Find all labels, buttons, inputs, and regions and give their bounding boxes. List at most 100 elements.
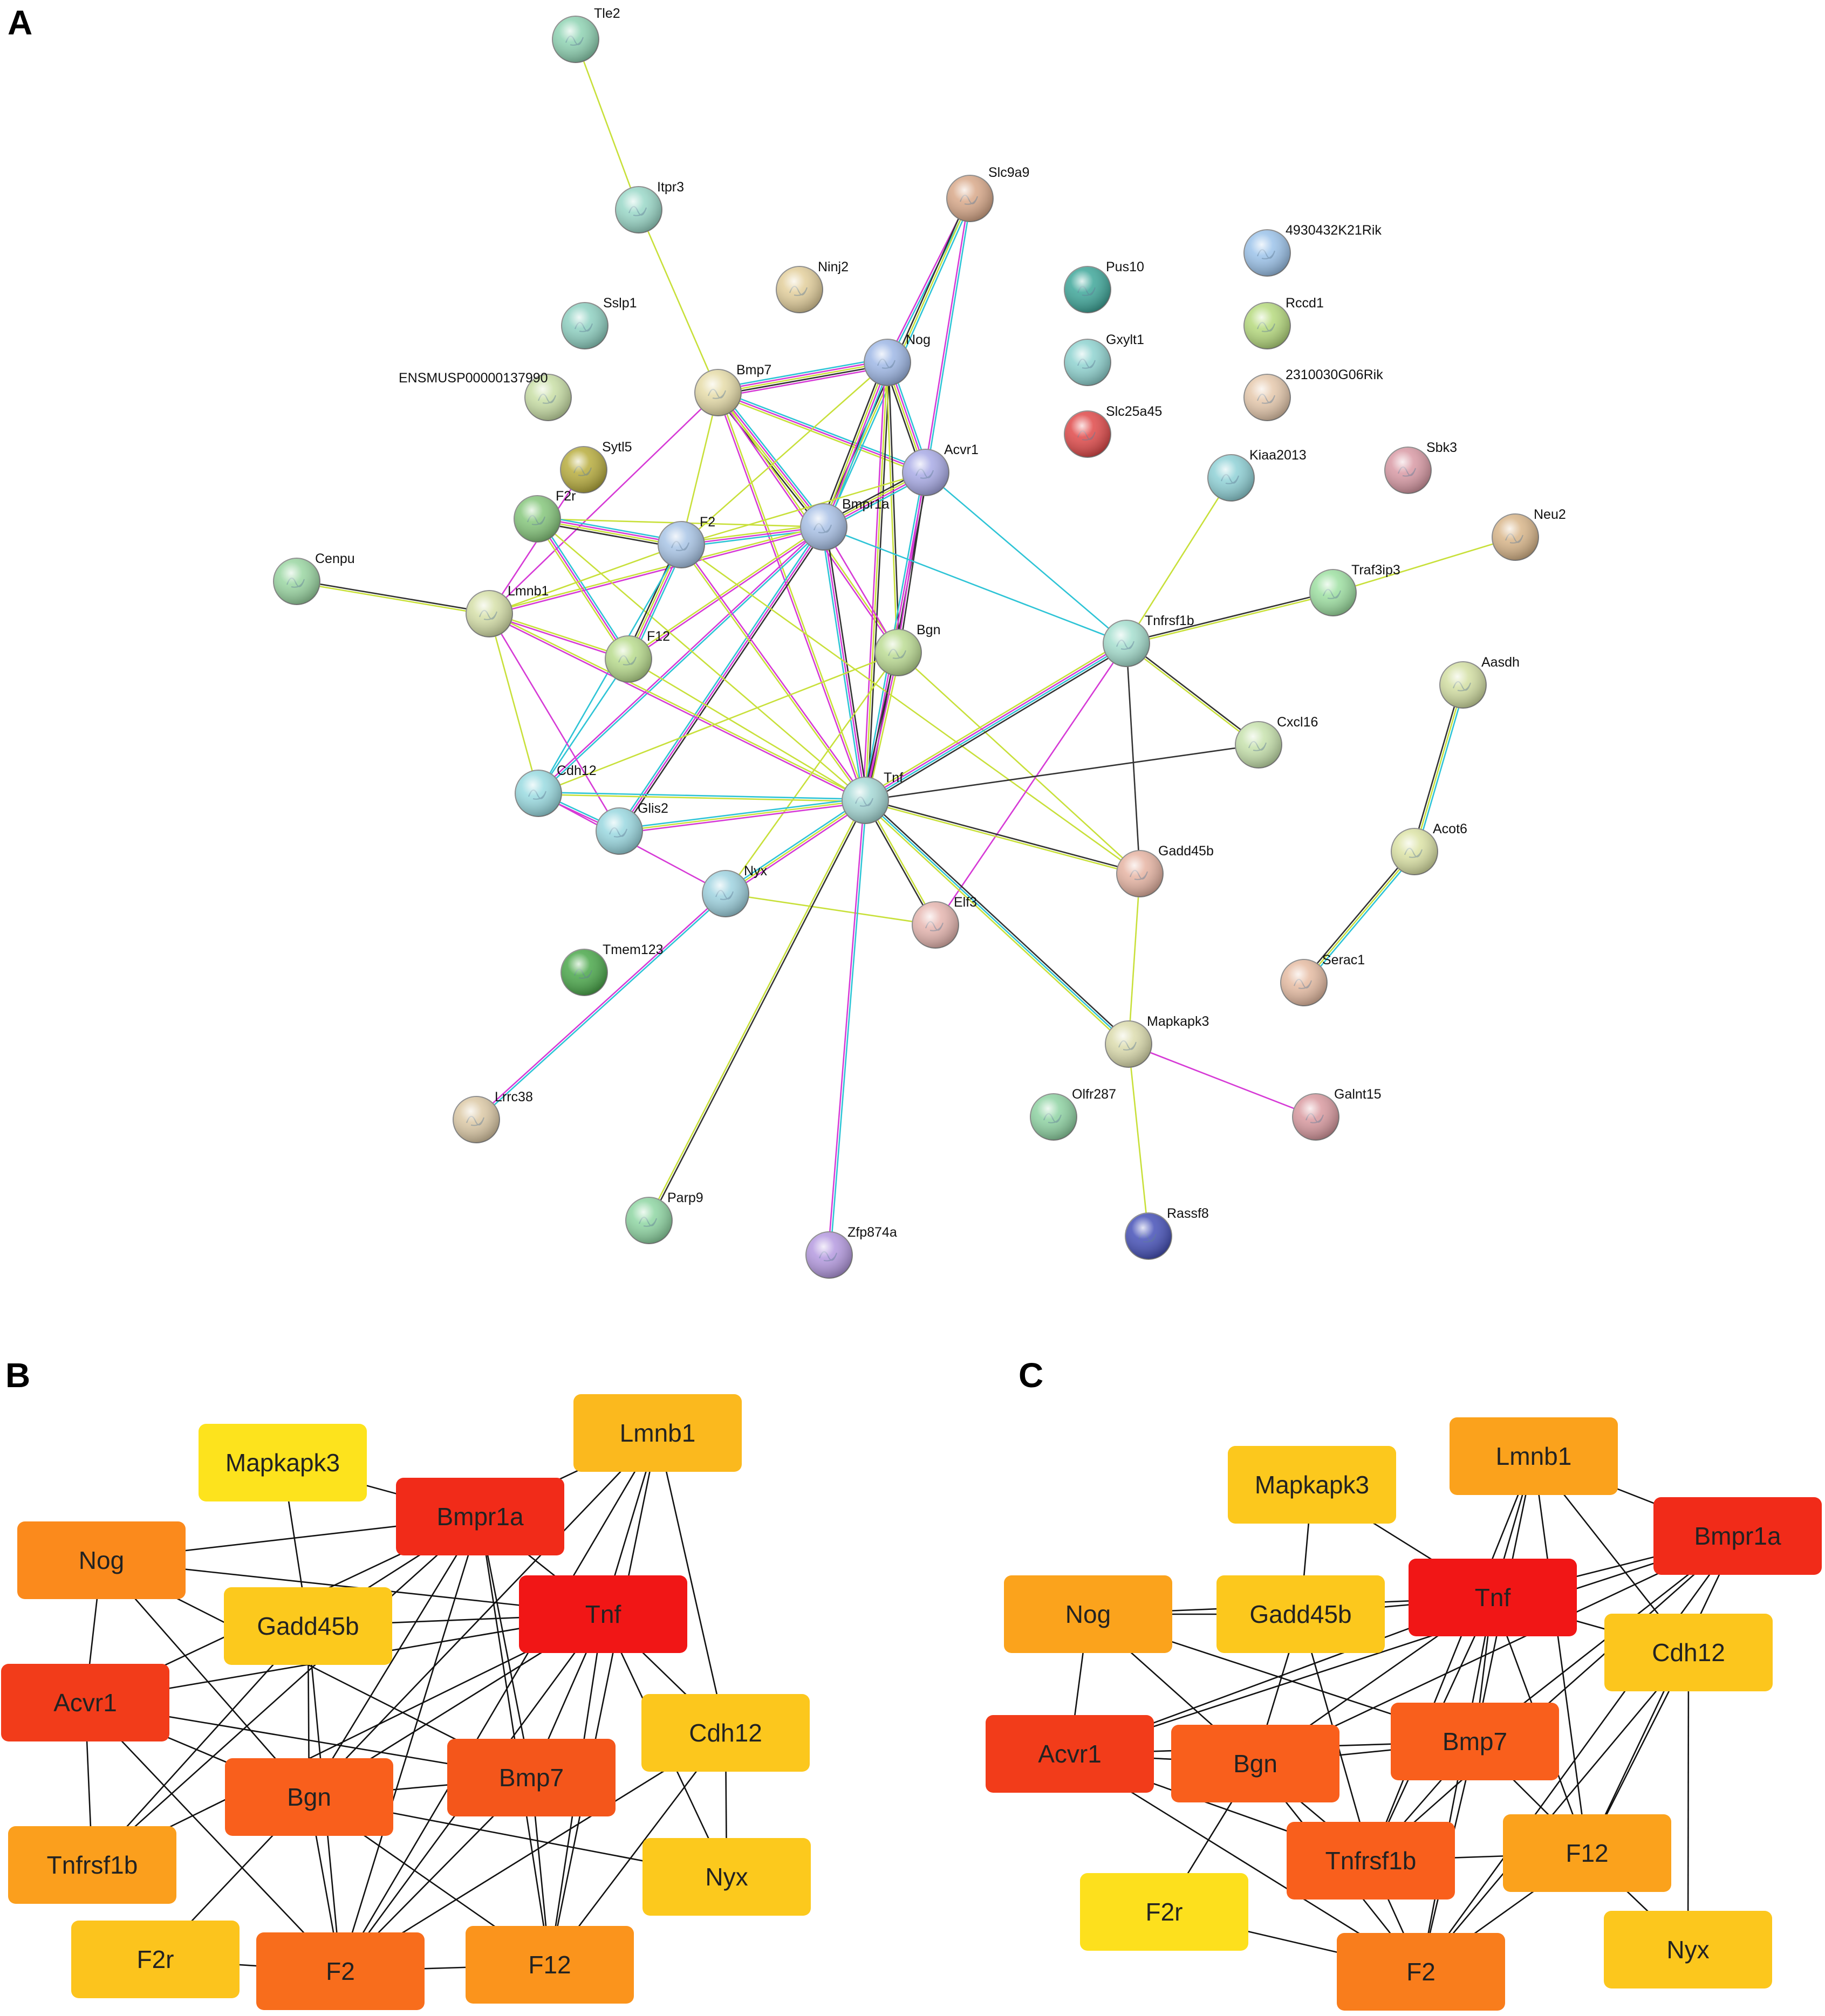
protein-node-2310030G06Rik[interactable]: 2310030G06Rik (1243, 367, 1383, 421)
protein-node-Cdh12[interactable]: Cdh12 (515, 763, 597, 817)
edge-channel (538, 517, 631, 659)
protein-node-4930432K21Rik[interactable]: 4930432K21Rik (1243, 223, 1382, 277)
protein-node-Elf3[interactable]: Elf3 (912, 895, 977, 949)
hub-node-Acvr1[interactable]: Acvr1 (986, 1715, 1154, 1793)
hub-node-Nyx[interactable]: Nyx (642, 1838, 811, 1916)
hub-node-Bmp7[interactable]: Bmp7 (447, 1739, 616, 1816)
node-gloss (1440, 662, 1486, 708)
protein-node-Aasdh[interactable]: Aasdh (1439, 655, 1520, 709)
hub-node-Gadd45b[interactable]: Gadd45b (1216, 1575, 1385, 1653)
node-label: Slc9a9 (988, 165, 1029, 180)
node-gloss (1105, 1021, 1152, 1067)
node-label: Acot6 (1433, 821, 1467, 836)
protein-node-Pus10[interactable]: Pus10 (1064, 259, 1144, 313)
edge-Cdh12-Tnf (538, 791, 866, 803)
protein-node-F2r[interactable]: F2r (514, 489, 576, 543)
protein-node-Nyx[interactable]: Nyx (702, 863, 768, 917)
edge-channel (1413, 684, 1464, 852)
protein-node-Lmnb1[interactable]: Lmnb1 (466, 584, 549, 637)
protein-node-Olfr287[interactable]: Olfr287 (1030, 1087, 1116, 1141)
protein-node-Kiaa2013[interactable]: Kiaa2013 (1207, 448, 1307, 502)
protein-node-Acot6[interactable]: Acot6 (1391, 821, 1467, 875)
hub-node-Tnfrsf1b[interactable]: Tnfrsf1b (8, 1826, 176, 1904)
hub-node-Tnf[interactable]: Tnf (1409, 1559, 1577, 1636)
protein-node-Cxcl16[interactable]: Cxcl16 (1235, 715, 1318, 769)
hub-node-Cdh12[interactable]: Cdh12 (641, 1694, 810, 1772)
edge-channel (717, 357, 887, 389)
hub-box (1604, 1614, 1773, 1691)
protein-node-Acvr1[interactable]: Acvr1 (902, 442, 979, 496)
protein-node-Traf3ip3[interactable]: Traf3ip3 (1309, 563, 1400, 616)
hub-node-F2[interactable]: F2 (1337, 1933, 1505, 2011)
hub-node-Lmnb1[interactable]: Lmnb1 (573, 1394, 742, 1472)
hub-node-Bgn[interactable]: Bgn (225, 1758, 393, 1836)
protein-node-Gxylt1[interactable]: Gxylt1 (1064, 332, 1144, 386)
hub-node-F12[interactable]: F12 (1503, 1814, 1671, 1892)
protein-node-F2[interactable]: F2 (658, 515, 715, 568)
node-gloss (1391, 828, 1438, 875)
hub-box (447, 1739, 616, 1816)
hub-node-Nyx[interactable]: Nyx (1604, 1911, 1772, 1988)
protein-node-Cenpu[interactable]: Cenpu (273, 551, 355, 605)
protein-node-Sbk3[interactable]: Sbk3 (1384, 440, 1457, 494)
hub-node-Mapkapk3[interactable]: Mapkapk3 (199, 1424, 367, 1501)
hub-node-Bgn[interactable]: Bgn (1171, 1725, 1339, 1802)
edge-channel (619, 797, 865, 830)
protein-node-Slc9a9[interactable]: Slc9a9 (946, 165, 1029, 222)
hub-node-F12[interactable]: F12 (466, 1926, 634, 2004)
hub-label: Lmnb1 (620, 1419, 696, 1447)
protein-node-F12[interactable]: F12 (605, 629, 670, 683)
hub-node-Tnf[interactable]: Tnf (519, 1575, 687, 1653)
hub-node-Tnfrsf1b[interactable]: Tnfrsf1b (1287, 1822, 1455, 1900)
hub-node-Gadd45b[interactable]: Gadd45b (224, 1587, 392, 1665)
protein-node-Gadd45b[interactable]: Gadd45b (1116, 844, 1214, 897)
protein-node-Itpr3[interactable]: Itpr3 (615, 180, 684, 234)
protein-node-Bmp7[interactable]: Bmp7 (694, 362, 771, 416)
protein-node-Rccd1[interactable]: Rccd1 (1243, 296, 1324, 349)
edge-channel (821, 527, 864, 801)
hub-node-Lmnb1[interactable]: Lmnb1 (1450, 1417, 1618, 1495)
hub-node-Bmp7[interactable]: Bmp7 (1391, 1703, 1559, 1780)
edge-channel (862, 652, 897, 800)
hub-label: Cdh12 (1652, 1638, 1725, 1667)
protein-node-Tle2[interactable]: Tle2 (552, 6, 620, 63)
protein-node-Galnt15[interactable]: Galnt15 (1292, 1087, 1382, 1141)
protein-node-Sytl5[interactable]: Sytl5 (560, 440, 632, 493)
hub-node-Bmpr1a[interactable]: Bmpr1a (396, 1478, 564, 1555)
protein-node-Parp9[interactable]: Parp9 (625, 1190, 703, 1244)
node-label: Parp9 (667, 1190, 703, 1205)
protein-node-Tmem123[interactable]: Tmem123 (561, 942, 664, 996)
hub-node-Nog[interactable]: Nog (17, 1521, 186, 1599)
protein-node-Slc25a45[interactable]: Slc25a45 (1064, 404, 1162, 458)
edge-channel (1125, 643, 1141, 874)
protein-node-ENSMUSP00000137990[interactable]: ENSMUSP00000137990 (399, 371, 572, 421)
protein-node-Ninj2[interactable]: Ninj2 (776, 259, 849, 313)
protein-node-Serac1[interactable]: Serac1 (1280, 952, 1365, 1006)
hub-box (256, 1932, 425, 2010)
panel-a-letter: A (8, 3, 32, 42)
protein-node-Zfp874a[interactable]: Zfp874a (805, 1225, 897, 1279)
hub-node-F2r[interactable]: F2r (1080, 1873, 1248, 1951)
protein-node-Glis2[interactable]: Glis2 (596, 801, 668, 855)
protein-node-Sslp1[interactable]: Sslp1 (561, 296, 637, 349)
protein-node-Tnfrsf1b[interactable]: Tnfrsf1b (1103, 613, 1194, 667)
hub-node-Cdh12[interactable]: Cdh12 (1604, 1614, 1773, 1691)
protein-node-Lrrc38[interactable]: Lrrc38 (453, 1089, 533, 1143)
node-gloss (466, 591, 512, 637)
hub-box (1287, 1822, 1455, 1900)
node-label: Sytl5 (602, 440, 632, 455)
hub-label: Lmnb1 (1496, 1442, 1572, 1470)
hub-node-Bmpr1a[interactable]: Bmpr1a (1653, 1497, 1822, 1575)
hub-node-Nog[interactable]: Nog (1004, 1575, 1172, 1653)
protein-node-Bgn[interactable]: Bgn (874, 622, 940, 676)
protein-node-Rassf8[interactable]: Rassf8 (1125, 1206, 1209, 1260)
hub-node-F2r[interactable]: F2r (71, 1921, 240, 1998)
hub-node-F2[interactable]: F2 (256, 1932, 425, 2010)
hub-node-Mapkapk3[interactable]: Mapkapk3 (1228, 1446, 1396, 1524)
protein-node-Tnf[interactable]: Tnf (842, 770, 903, 824)
hub-node-Acvr1[interactable]: Acvr1 (1, 1664, 169, 1741)
protein-node-Mapkapk3[interactable]: Mapkapk3 (1105, 1014, 1209, 1068)
protein-node-Nog[interactable]: Nog (864, 332, 931, 386)
protein-node-Neu2[interactable]: Neu2 (1492, 507, 1566, 561)
protein-node-Bmpr1a[interactable]: Bmpr1a (800, 497, 890, 551)
